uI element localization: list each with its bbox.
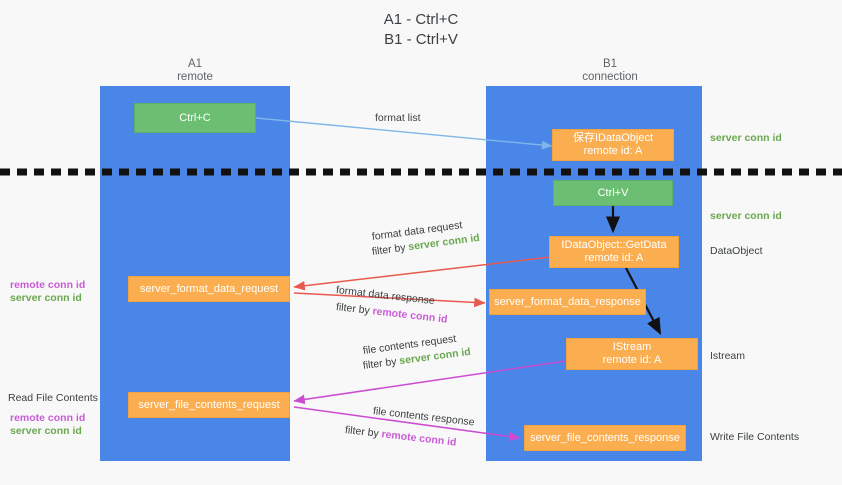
node-getdata-line2: remote id: A [584,252,644,264]
annotation-dataobject: DataObject [710,245,763,257]
node-sfcresp-label: server_file_contents_response [530,431,680,444]
fcresp-filter-prefix: filter by [344,424,383,441]
node-ctrl-v-line1: Ctrl+V [597,186,629,199]
node-server-file-contents-request[interactable]: server_file_contents_request [128,392,290,418]
node-ctrl-c-line1: Ctrl+C [179,111,211,124]
fcr-filter-prefix: filter by [362,355,401,372]
node-ctrl-c[interactable]: Ctrl+C [134,103,256,133]
edge-label-format-data-response: format data response filter by remote co… [335,284,448,326]
node-getdata-line1: IDataObject::GetData [561,239,667,251]
annotation-left-server-conn-id-2: server conn id [10,425,82,437]
node-sfcreq-label: server_file_contents_request [138,398,280,411]
annotation-left-remote-conn-id-2: remote conn id [10,412,86,424]
fcresp-filter: filter by remote conn id [344,424,475,452]
node-idataobject-getdata[interactable]: IDataObject::GetData remote id: A [549,236,679,268]
node-server-file-contents-response[interactable]: server_file_contents_response [524,425,686,451]
lane-b1-subtitle: connection [582,71,638,83]
fdresp-filter-prefix: filter by [335,301,374,318]
fdr-filter-prefix: filter by [371,241,410,258]
edge-label-file-contents-response: file contents response filter by remote … [344,405,476,449]
node-save-idataobject[interactable]: 保存IDataObject remote id: A [552,129,674,161]
edge-label-file-contents-request: file contents request filter by server c… [362,333,472,373]
node-server-format-data-request[interactable]: server_format_data_request [128,276,290,302]
node-istream[interactable]: IStream remote id: A [566,338,698,370]
lane-a1-name: A1 [187,58,203,70]
lane-header-b1: B1 connection [530,58,690,84]
lane-header-a1: A1 remote [115,58,275,84]
lane-a1-subtitle: remote [177,71,213,83]
node-istream-line1: IStream [612,341,652,353]
node-sfdreq-label: server_format_data_request [139,282,279,295]
edge-label-format-data-request: format data request filter by server con… [371,219,481,259]
node-istream-line2: remote id: A [602,354,662,366]
title-line-1: A1 - Ctrl+C [383,11,459,28]
node-save-idataobject-line2: remote id: A [583,145,643,157]
edge-label-format-list: format list [375,112,421,124]
fcresp-title: file contents response [372,405,476,429]
annotation-read-file-contents: Read File Contents [8,392,98,404]
page-title: A1 - Ctrl+C B1 - Ctrl+V [0,10,842,50]
annotation-server-conn-id-top: server conn id [710,132,782,144]
annotation-istream: Istream [710,350,746,362]
annotation-server-conn-id-second: server conn id [710,210,782,222]
node-ctrl-v[interactable]: Ctrl+V [553,180,673,206]
lane-b1-name: B1 [602,58,618,70]
fcresp-filter-key: remote conn id [380,428,458,449]
title-line-2: B1 - Ctrl+V [384,31,458,48]
node-save-idataobject-line1: 保存IDataObject [572,132,654,144]
node-server-format-data-response[interactable]: server_format_data_response [489,289,646,315]
node-sfdresp-label: server_format_data_response [494,295,641,308]
annotation-write-file-contents: Write File Contents [710,431,800,443]
annotation-left-server-conn-id-1: server conn id [10,292,82,304]
annotation-left-remote-conn-id-1: remote conn id [10,279,86,291]
